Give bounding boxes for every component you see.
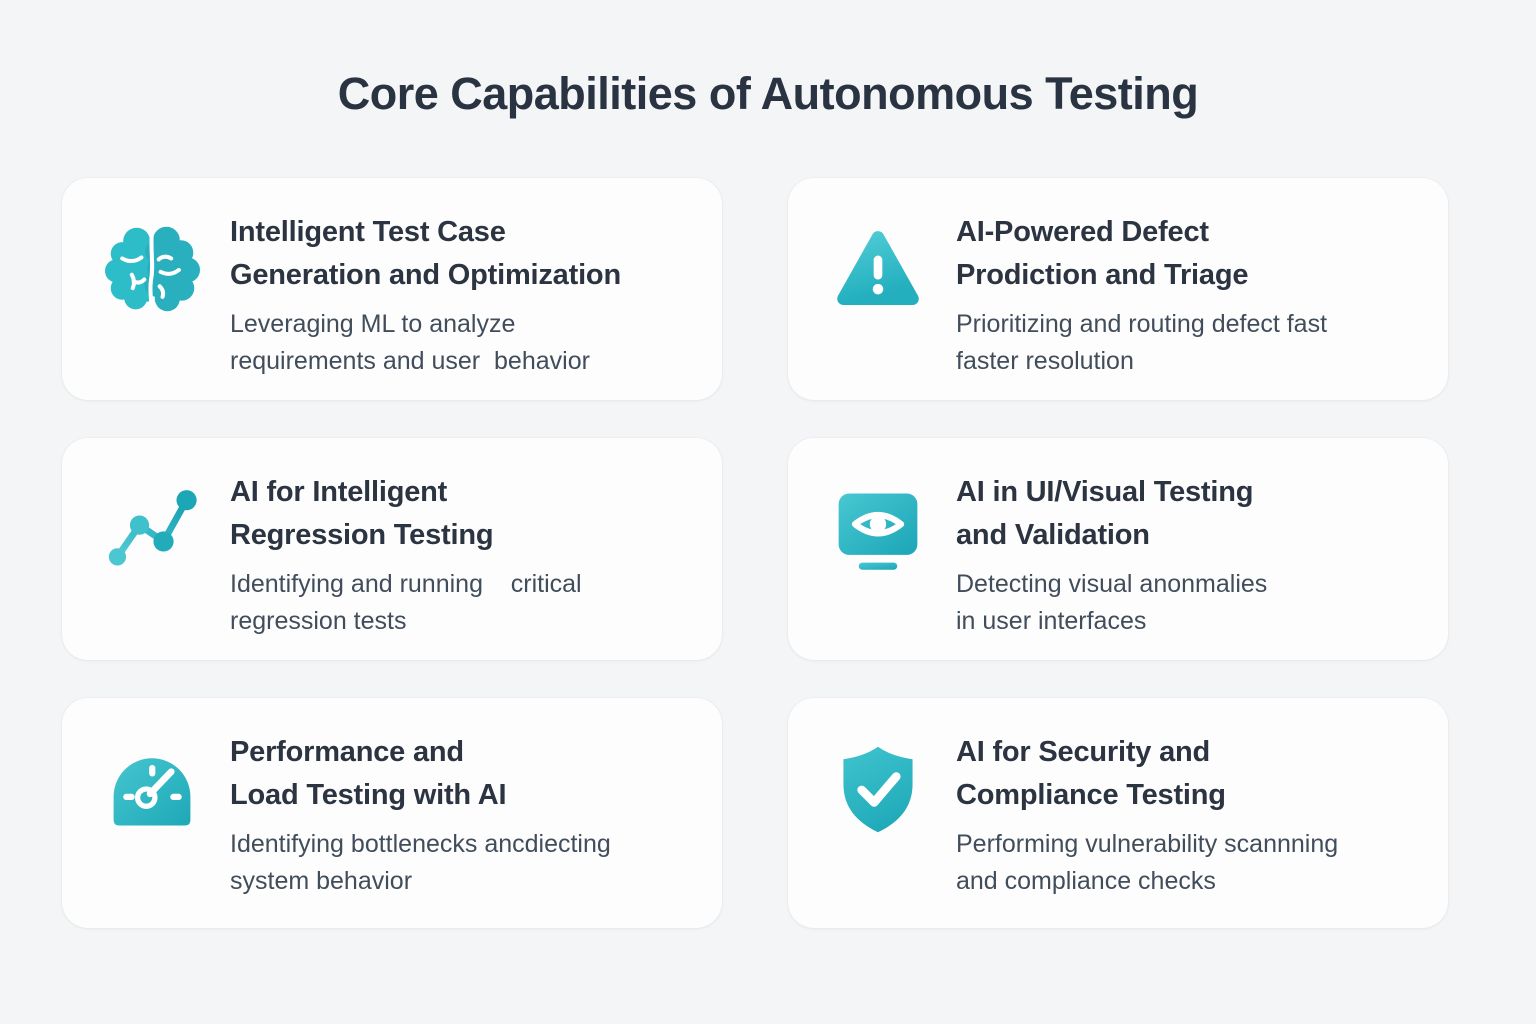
card-title-line: AI for Security and [956, 736, 1211, 768]
infographic-root: { "page": { "title": "Core Capabilities … [0, 68, 1536, 1024]
card-text: AI for Security and Compliance Testing P… [956, 731, 1338, 900]
card-performance-load-testing: Performance and Load Testing with AI Ide… [62, 698, 722, 928]
card-title: AI-Powered Defect Prodiction and Triage [956, 211, 1327, 297]
card-title-line: AI for Intelligent [230, 476, 448, 508]
shield-check-icon [830, 739, 926, 839]
card-intelligent-test-case-generation: Intelligent Test Case Generation and Opt… [62, 178, 722, 400]
card-title-line: Load Testing with AI [230, 779, 507, 811]
card-description-line: Identifying and running critical [230, 570, 582, 598]
card-title-line: AI in UI/Visual Testing [956, 476, 1254, 508]
card-description-line: and compliance checks [956, 867, 1216, 895]
card-title-line: Compliance Testing [956, 779, 1226, 811]
card-description-line: Identifying bottlenecks ancdiecting [230, 830, 611, 858]
card-description: Prioritizing and routing defect fast fas… [956, 306, 1327, 380]
page-title: Core Capabilities of Autonomous Testing [337, 68, 1199, 119]
card-description: Performing vulnerability scannning and c… [956, 826, 1338, 900]
card-description: Identifying bottlenecks ancdiecting syst… [230, 826, 611, 900]
card-text: Intelligent Test Case Generation and Opt… [230, 211, 621, 380]
card-text: AI-Powered Defect Prodiction and Triage … [956, 211, 1327, 380]
card-title-line: and Validation [956, 519, 1150, 551]
line-chart-icon [104, 479, 200, 579]
card-description-line: faster resolution [956, 347, 1134, 375]
card-title-line: Intelligent Test Case [230, 216, 506, 248]
card-title-line: Performance and [230, 736, 464, 768]
card-description-line: Prioritizing and routing defect fast [956, 310, 1328, 338]
card-text: AI in UI/Visual Testing and Validation D… [956, 471, 1267, 640]
card-title: AI in UI/Visual Testing and Validation [956, 471, 1267, 557]
card-description: Leveraging ML to analyze requirements an… [230, 306, 621, 380]
card-description-line: Detecting visual anonmalies [956, 570, 1268, 598]
card-description-line: Leveraging ML to analyze [230, 310, 516, 338]
card-description-line: requirements and user behavior [230, 347, 590, 375]
card-description: Detecting visual anonmalies in user inte… [956, 566, 1267, 640]
card-title: AI for Security and Compliance Testing [956, 731, 1338, 817]
warning-triangle-icon [830, 219, 926, 319]
card-ai-ui-visual-testing: AI in UI/Visual Testing and Validation D… [788, 438, 1448, 660]
card-description-line: Performing vulnerability scannning [956, 830, 1339, 858]
card-description: Identifying and running critical regress… [230, 566, 582, 640]
card-text: Performance and Load Testing with AI Ide… [230, 731, 611, 900]
card-text: AI for Intelligent Regression Testing Id… [230, 471, 582, 640]
card-title: Intelligent Test Case Generation and Opt… [230, 211, 621, 297]
card-ai-regression-testing: AI for Intelligent Regression Testing Id… [62, 438, 722, 660]
card-title-line: Generation and Optimization [230, 259, 621, 291]
card-description-line: regression tests [230, 607, 407, 635]
card-title-line: Prodiction and Triage [956, 259, 1249, 291]
card-title: AI for Intelligent Regression Testing [230, 471, 582, 557]
card-title-line: AI-Powered Defect [956, 216, 1209, 248]
gauge-icon [104, 739, 200, 839]
capabilities-grid: Intelligent Test Case Generation and Opt… [62, 178, 1448, 928]
card-ai-security-compliance: AI for Security and Compliance Testing P… [788, 698, 1448, 928]
card-ai-powered-defect-prediction: AI-Powered Defect Prodiction and Triage … [788, 178, 1448, 400]
card-description-line: system behavior [230, 867, 413, 895]
brain-icon [104, 219, 200, 319]
card-title: Performance and Load Testing with AI [230, 731, 611, 817]
card-title-line: Regression Testing [230, 519, 494, 551]
monitor-eye-icon [830, 479, 926, 579]
card-description-line: in user interfaces [956, 607, 1147, 635]
